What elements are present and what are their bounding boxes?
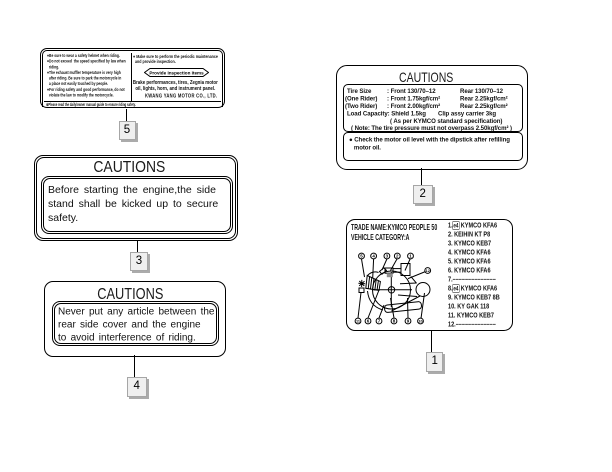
svg-text:3: 3 [386,254,389,259]
svg-text:9: 9 [407,319,410,324]
svg-text:5: 5 [360,254,363,259]
svg-text:Provide Inspection Items: Provide Inspection Items [149,70,204,75]
svg-text:2: 2 [396,254,399,259]
svg-text:10: 10 [418,320,422,324]
svg-text:7: 7 [378,319,381,324]
svg-text:6: 6 [367,319,370,324]
svg-text:4: 4 [372,254,375,259]
svg-text:8: 8 [393,319,396,324]
svg-text:11: 11 [356,320,360,324]
svg-text:1: 1 [409,254,412,259]
svg-text:12: 12 [426,269,430,273]
